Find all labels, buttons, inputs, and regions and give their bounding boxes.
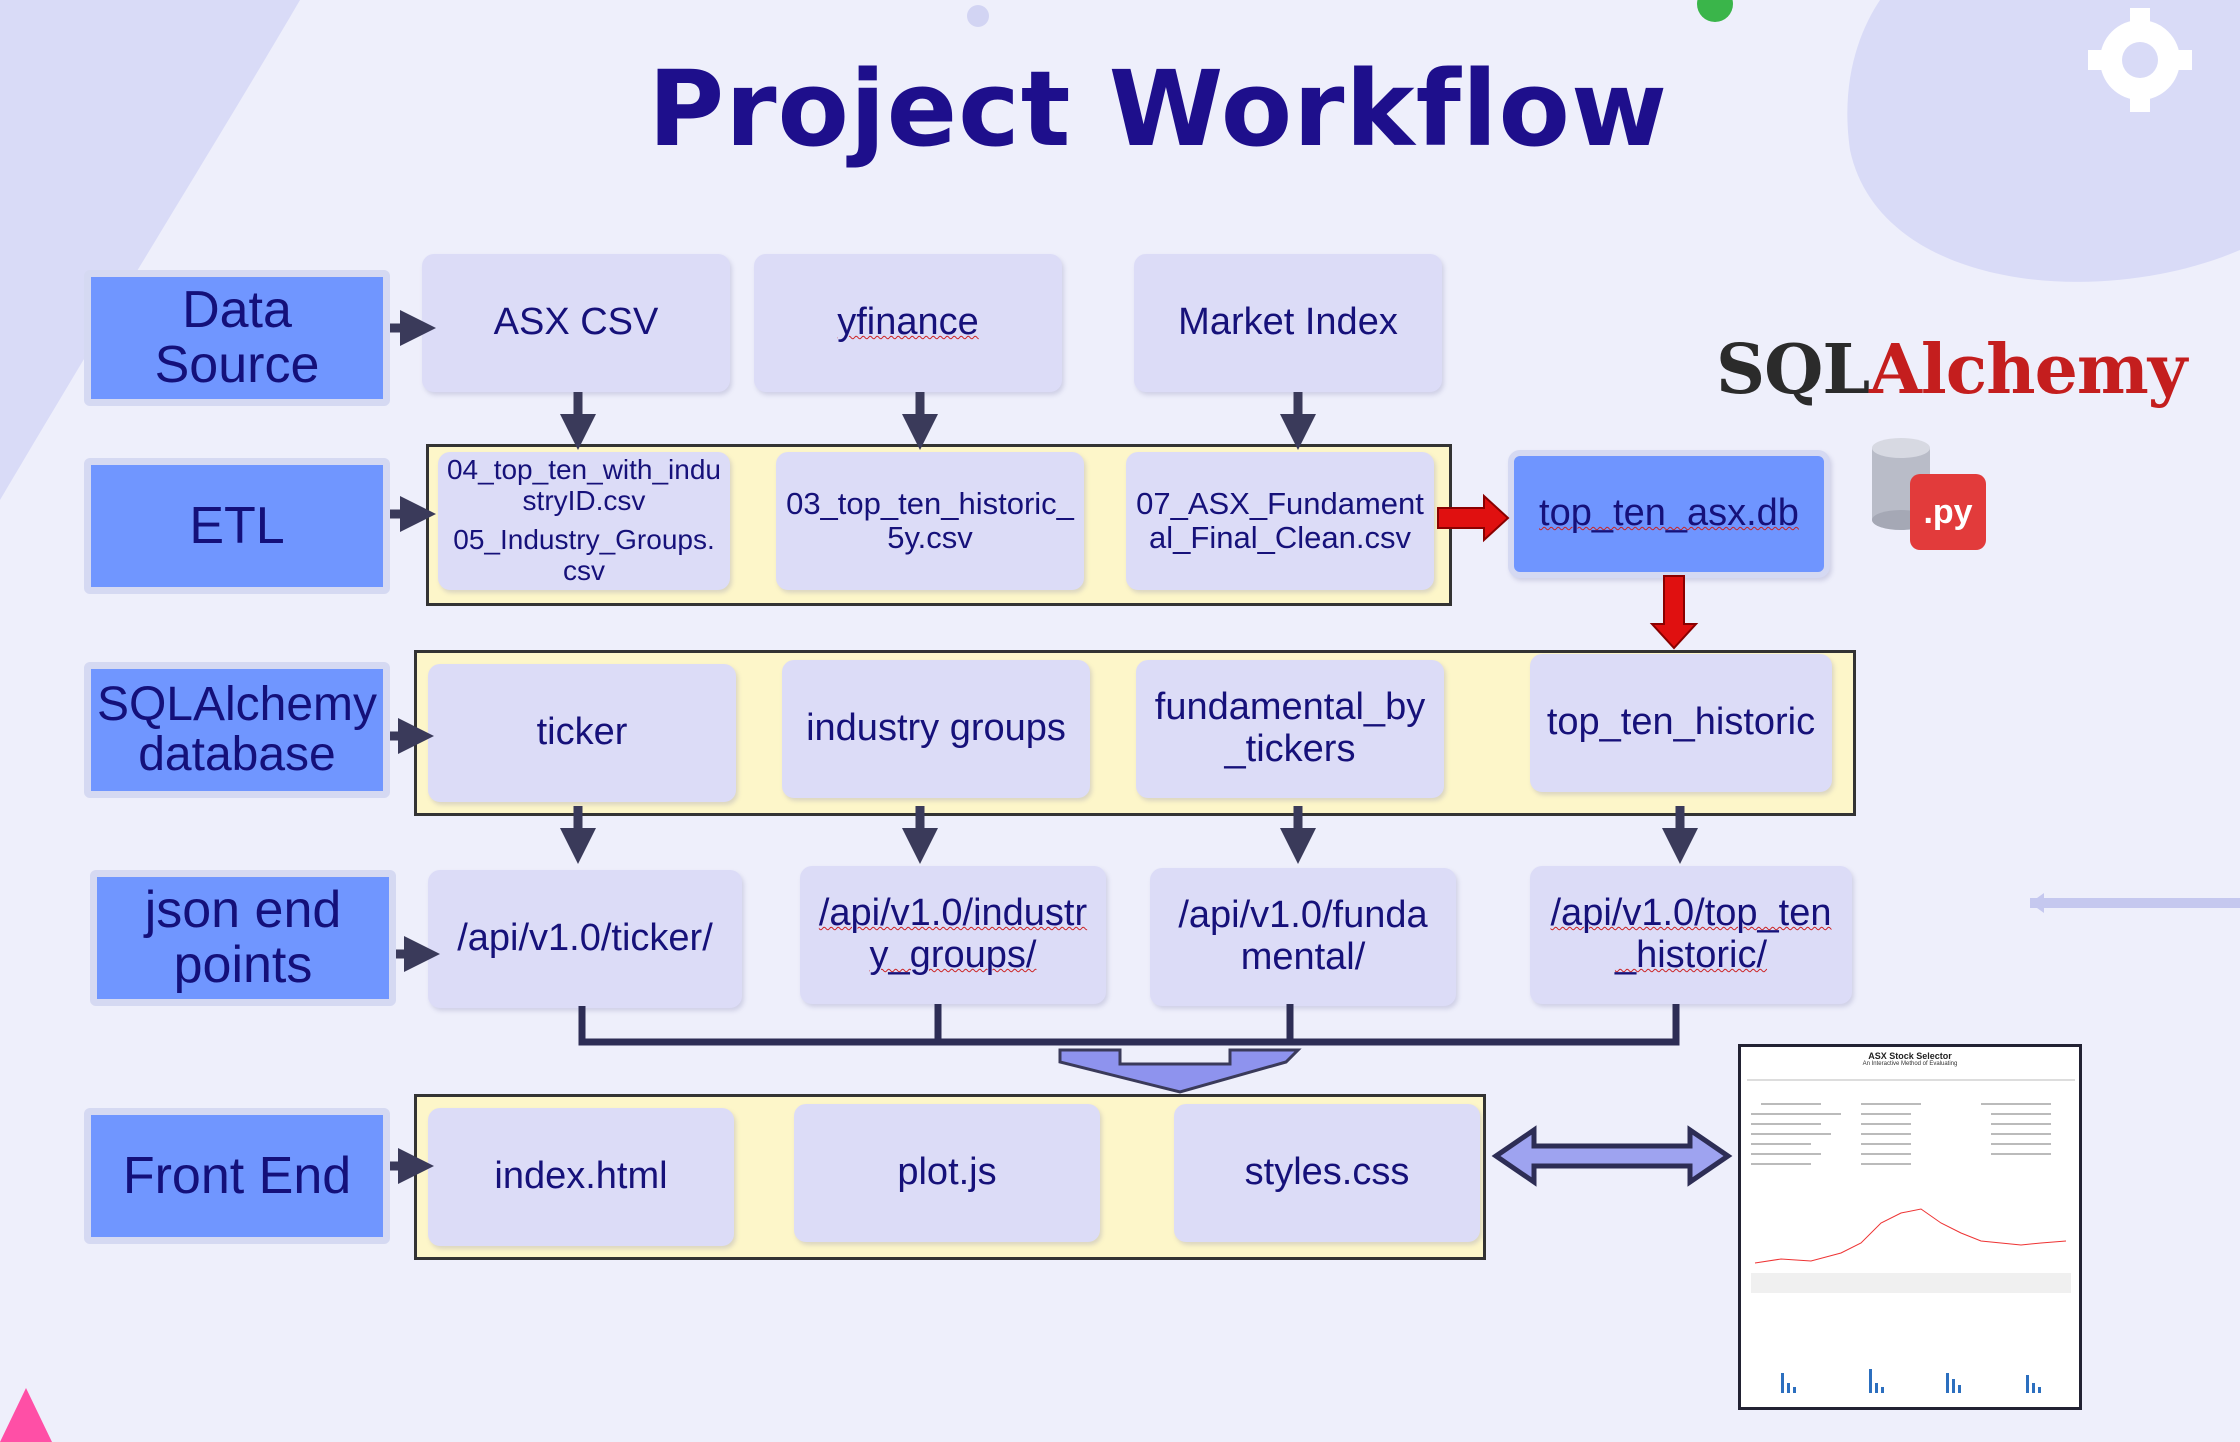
python-file-label: .py — [1923, 492, 1973, 531]
gear-icon — [2088, 8, 2192, 112]
endpoint-label: /api/v1.0/top_ten_historic/ — [1550, 892, 1832, 976]
table-node: fundamental_by_tickers — [1136, 660, 1444, 798]
endpoint-label: /api/v1.0/fundamental/ — [1178, 894, 1428, 978]
etl-file-label: 05_Industry_Groups.csv — [453, 524, 715, 586]
source-label: ASX CSV — [493, 301, 659, 344]
row-label-json: json end points — [90, 870, 396, 1006]
db-file-label: top_ten_asx.db — [1539, 492, 1799, 535]
endpoint-node: /api/v1.0/fundamental/ — [1150, 868, 1456, 1006]
table-label: ticker — [536, 711, 628, 754]
row-label-text: SQLAlchemy database — [96, 677, 378, 781]
endpoint-node: /api/v1.0/industry_groups/ — [800, 866, 1106, 1004]
source-node: yfinance — [754, 254, 1062, 392]
frontend-file-label: styles.css — [1244, 1151, 1410, 1194]
table-node: ticker — [428, 664, 736, 802]
source-node: ASX CSV — [422, 254, 730, 392]
python-file-icon: .py — [1910, 474, 1986, 550]
source-label: Market Index — [1178, 301, 1398, 344]
sqlalchemy-logo: SQLAlchemy — [1716, 330, 2187, 410]
etl-file-label: 07_ASX_Fundamental_Final_Clean.csv — [1136, 485, 1424, 555]
row-label-text: Data Source — [154, 281, 320, 394]
thumbnail-subtitle: An Interactive Method of Evaluating — [1862, 1061, 1958, 1067]
etl-file-node: 03_top_ten_historic_5y.csv — [776, 452, 1084, 590]
source-label: yfinance — [837, 301, 979, 344]
frontend-file-node: plot.js — [794, 1104, 1100, 1242]
frontend-file-node: styles.css — [1174, 1104, 1480, 1242]
frontend-file-label: plot.js — [897, 1151, 997, 1194]
table-label: fundamental_by_tickers — [1154, 686, 1426, 770]
db-file-node: top_ten_asx.db — [1508, 450, 1830, 578]
etl-file-label: 04_top_ten_with_industryID.csv — [446, 454, 721, 517]
row-label-text: Front End — [122, 1146, 352, 1205]
endpoint-node: /api/v1.0/top_ten_historic/ — [1530, 866, 1852, 1004]
table-label: industry groups — [806, 707, 1066, 750]
frontend-file-label: index.html — [494, 1155, 668, 1198]
table-node: top_ten_historic — [1530, 654, 1832, 792]
endpoint-label: /api/v1.0/industry_groups/ — [818, 892, 1088, 976]
etl-file-node: 04_top_ten_with_industryID.csv 05_Indust… — [438, 452, 730, 590]
row-label-text: ETL — [189, 496, 285, 555]
page-title: Project Workflow — [647, 48, 1669, 170]
thumbnail-content — [1747, 1079, 2075, 1393]
row-label-etl: ETL — [84, 458, 390, 594]
endpoint-node: /api/v1.0/ticker/ — [428, 870, 742, 1008]
row-label-db: SQLAlchemy database — [84, 662, 390, 798]
source-node: Market Index — [1134, 254, 1442, 392]
row-label-text: json end points — [144, 881, 342, 994]
green-gear-icon — [1697, 0, 1733, 22]
etl-file-node: 07_ASX_Fundamental_Final_Clean.csv — [1126, 452, 1434, 590]
etl-file-label: 03_top_ten_historic_5y.csv — [786, 485, 1074, 555]
frontend-file-node: index.html — [428, 1108, 734, 1246]
table-node: industry groups — [782, 660, 1090, 798]
endpoint-label: /api/v1.0/ticker/ — [457, 917, 713, 960]
logo-sql-text: SQL — [1716, 330, 1870, 410]
row-label-frontend: Front End — [84, 1108, 390, 1244]
thumbnail-title: ASX Stock Selector — [1868, 1051, 1952, 1061]
app-screenshot-thumbnail: ASX Stock Selector An Interactive Method… — [1738, 1044, 2082, 1410]
logo-alchemy-text: Alchemy — [1869, 330, 2187, 410]
table-label: top_ten_historic — [1546, 701, 1816, 744]
row-label-data-source: Data Source — [84, 270, 390, 406]
